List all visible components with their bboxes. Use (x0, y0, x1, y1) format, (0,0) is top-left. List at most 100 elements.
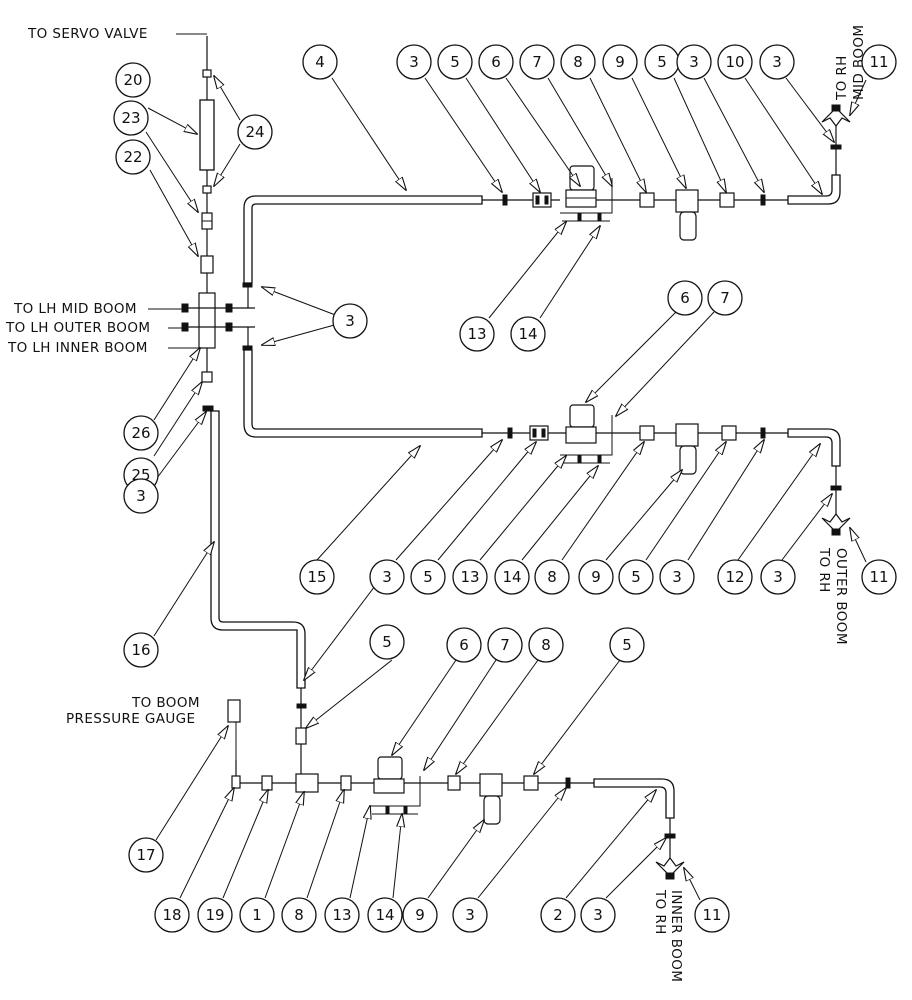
fitting-19 (261, 775, 273, 791)
valve-body (373, 778, 405, 794)
label-inner-boom: INNER BOOM (668, 890, 684, 982)
filter-9 (479, 773, 503, 797)
callout-6: 6 (446, 627, 482, 663)
svg-text:1: 1 (252, 906, 262, 924)
solenoid-valve-6 (377, 756, 403, 780)
fitting-8 (639, 192, 655, 208)
svg-text:3: 3 (465, 906, 475, 924)
callout-7: 7 (519, 44, 555, 80)
svg-text:15: 15 (307, 568, 326, 586)
callout-3: 3 (659, 559, 695, 595)
svg-text:6: 6 (459, 636, 469, 654)
callout-3-left: 3 (123, 478, 159, 514)
label-to-rh: TO RH (834, 55, 850, 101)
svg-text:20: 20 (123, 71, 142, 89)
svg-text:5: 5 (382, 633, 392, 651)
svg-text:3: 3 (672, 568, 682, 586)
callout-8: 8 (560, 44, 596, 80)
svg-text:12: 12 (725, 568, 744, 586)
leader-lines (145, 76, 867, 901)
svg-text:7: 7 (500, 636, 510, 654)
callout-5: 5 (618, 559, 654, 595)
svg-text:3: 3 (409, 53, 419, 71)
callout-5: 5 (410, 559, 446, 595)
tee-1 (295, 773, 319, 793)
svg-text:5: 5 (631, 568, 641, 586)
callout-22: 22 (115, 139, 151, 175)
callout-5: 5 (437, 44, 473, 80)
label-to-lh-mid-boom: TO LH MID BOOM (13, 301, 137, 317)
callout-14: 14 (510, 316, 546, 352)
callout-14: 14 (494, 559, 530, 595)
branch-rh-mid-boom (243, 104, 851, 284)
valve-body (565, 426, 597, 444)
callout-3-tees: 3 (332, 303, 368, 339)
label-to-servo-valve: TO SERVO VALVE (27, 26, 148, 42)
svg-text:2: 2 (553, 906, 563, 924)
fitting-25 (201, 371, 213, 383)
svg-text:5: 5 (423, 568, 433, 586)
callout-8: 8 (534, 559, 570, 595)
hose-10 (787, 174, 841, 205)
svg-text:23: 23 (121, 109, 140, 127)
svg-text:3: 3 (382, 568, 392, 586)
callout-18: 18 (154, 897, 190, 933)
svg-text:18: 18 (162, 906, 181, 924)
fitting-5b (719, 192, 735, 208)
callout-24: 24 (237, 114, 273, 150)
callout-9: 9 (578, 559, 614, 595)
callout-14: 14 (367, 897, 403, 933)
svg-text:3: 3 (593, 906, 603, 924)
hose-20 (199, 99, 215, 171)
callout-3: 3 (452, 897, 488, 933)
hose-15 (243, 349, 483, 438)
svg-text:3: 3 (136, 487, 146, 505)
manifold-body (198, 292, 216, 349)
callout-26: 26 (123, 415, 159, 451)
svg-text:3: 3 (345, 312, 355, 330)
svg-text:16: 16 (131, 641, 150, 659)
svg-text:9: 9 (591, 568, 601, 586)
callout-3: 3 (759, 44, 795, 80)
svg-text:5: 5 (657, 53, 667, 71)
callout-15: 15 (299, 559, 335, 595)
hose-4 (243, 195, 483, 284)
callout-9: 9 (602, 44, 638, 80)
fitting-8-lower (340, 775, 352, 791)
callout-11: 11 (861, 559, 897, 595)
fitting-8 (447, 775, 461, 791)
filter-9 (675, 189, 699, 213)
callout-19: 19 (197, 897, 233, 933)
svg-text:14: 14 (502, 568, 521, 586)
svg-text:17: 17 (136, 846, 155, 864)
callout-3: 3 (580, 897, 616, 933)
fitting-5 (295, 727, 307, 745)
branch-rh-outer-boom (243, 349, 851, 536)
svg-text:11: 11 (869, 568, 888, 586)
filter-bowl (679, 211, 697, 241)
svg-text:6: 6 (680, 289, 690, 307)
fitting-8 (639, 425, 655, 441)
fitting-22 (200, 255, 214, 274)
svg-text:5: 5 (450, 53, 460, 71)
hose-2 (593, 778, 675, 819)
hose-12 (787, 428, 841, 467)
svg-text:3: 3 (773, 568, 783, 586)
callout-2: 2 (540, 897, 576, 933)
callout-5: 5 (609, 627, 645, 663)
label-to-boom: TO BOOM (131, 695, 200, 711)
svg-text:9: 9 (415, 906, 425, 924)
filter-9 (675, 423, 699, 447)
supply-manifold (181, 36, 255, 383)
callout-11: 11 (861, 44, 897, 80)
callout-1: 1 (239, 897, 275, 933)
callout-5: 5 (369, 624, 405, 660)
svg-text:8: 8 (547, 568, 557, 586)
svg-text:3: 3 (772, 53, 782, 71)
callout-20: 20 (115, 62, 151, 98)
clamp-24-upper (202, 69, 212, 78)
fitting-5 (523, 775, 539, 791)
callout-11: 11 (694, 897, 730, 933)
callout-8: 8 (281, 897, 317, 933)
